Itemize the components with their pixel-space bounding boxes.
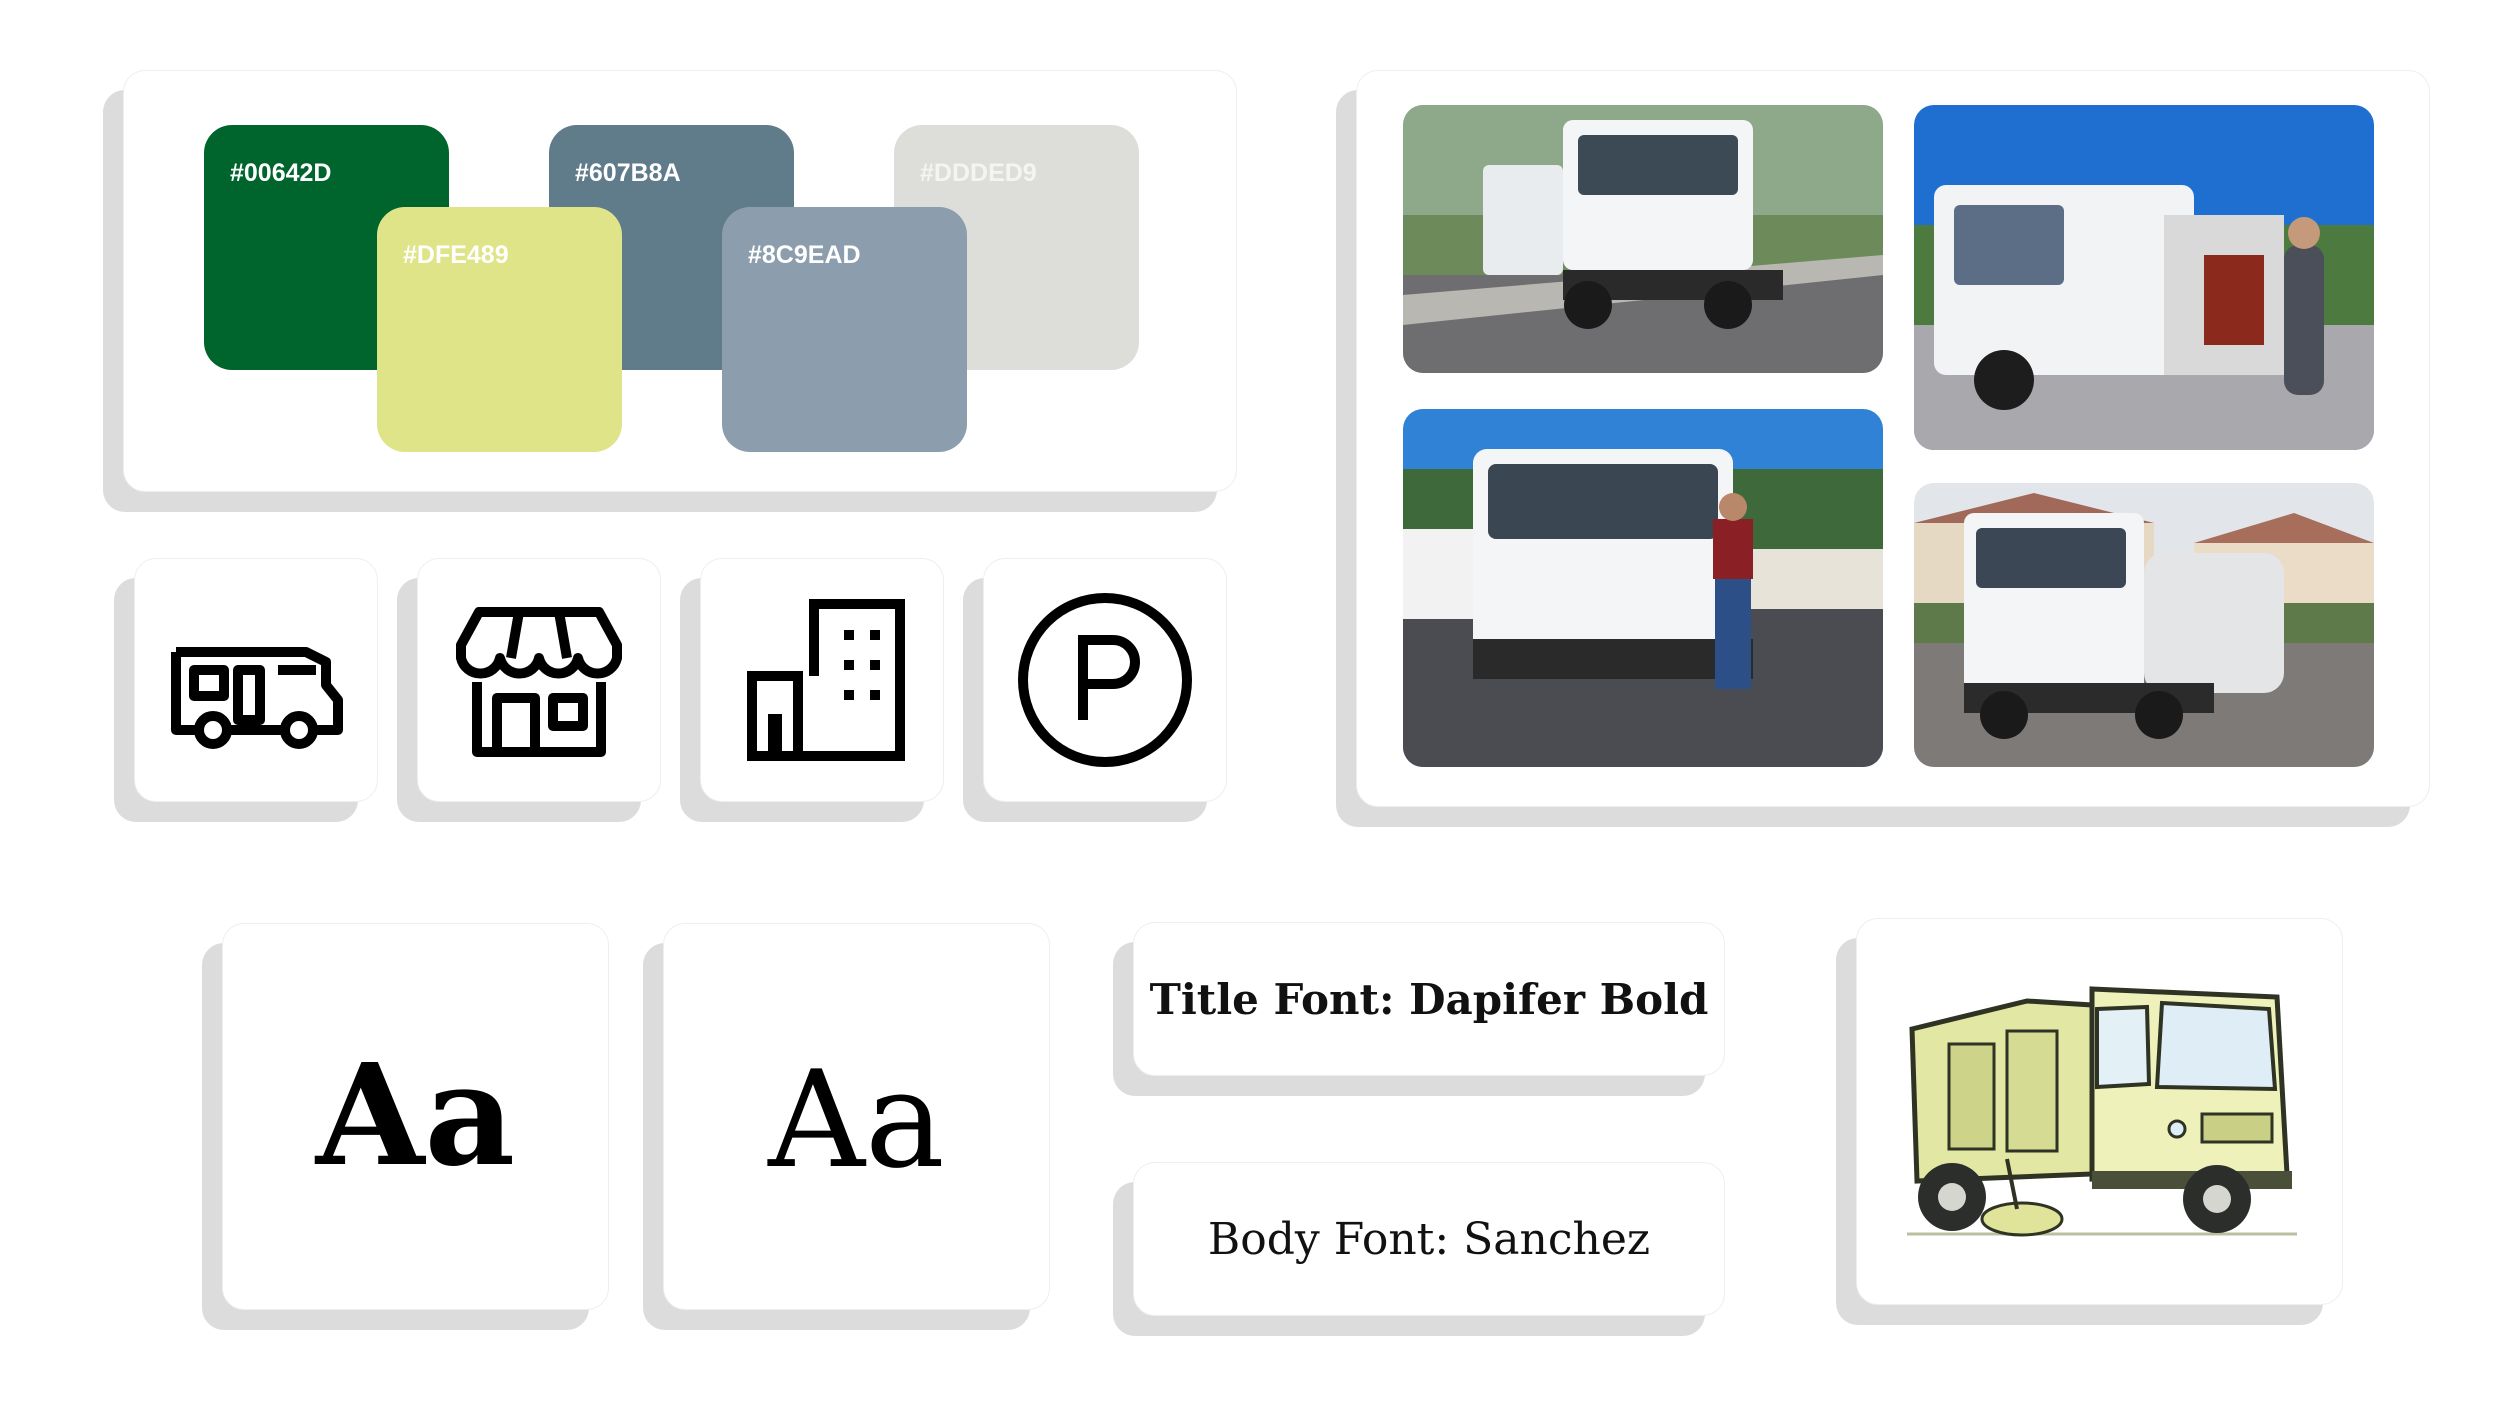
icon-card-store: [417, 558, 661, 802]
technician-servicing-truck-photo: [1914, 105, 2374, 450]
swatch-hex-label: #00642D: [230, 159, 332, 187]
swatch-8c9ead: #8C9EAD: [722, 207, 967, 452]
body-font-sample: Aa: [768, 1042, 945, 1198]
man-standing-by-truck-photo: [1403, 409, 1883, 767]
icon-card-parking: [983, 558, 1227, 802]
body-font-sample-card: Aa: [663, 923, 1050, 1310]
truck-parked-by-houses-photo: [1914, 483, 2374, 767]
body-font-label-card: Body Font: Sanchez: [1133, 1162, 1725, 1316]
swatch-dfe489: #DFE489: [377, 207, 622, 452]
color-palette-card: #00642D #607B8A #DDDED9 #DFE489 #8C9EAD: [123, 70, 1237, 492]
street-sweeper-truck-photo: [1403, 105, 1883, 373]
title-font-sample-card: Aa: [222, 923, 609, 1310]
storefront-icon: [456, 607, 622, 757]
parking-icon: [1018, 593, 1192, 767]
body-font-label: Body Font: Sanchez: [1207, 1213, 1651, 1265]
photo-collage-card: [1356, 70, 2430, 807]
swatch-hex-label: #8C9EAD: [748, 241, 861, 269]
title-font-label-card: Title Font: Dapifer Bold: [1133, 922, 1725, 1076]
swatch-hex-label: #DFE489: [403, 241, 509, 269]
rv-camper-icon: [171, 647, 343, 749]
title-font-label: Title Font: Dapifer Bold: [1149, 974, 1709, 1024]
title-font-sample: Aa: [315, 1034, 516, 1198]
swatch-hex-label: #DDDED9: [920, 159, 1037, 187]
illustration-card: [1856, 918, 2343, 1305]
icon-card-building: [700, 558, 944, 802]
office-building-icon: [747, 599, 905, 761]
icon-card-rv: [134, 558, 378, 802]
street-sweeper-illustration: [1907, 986, 2297, 1237]
swatch-hex-label: #607B8A: [575, 159, 681, 187]
